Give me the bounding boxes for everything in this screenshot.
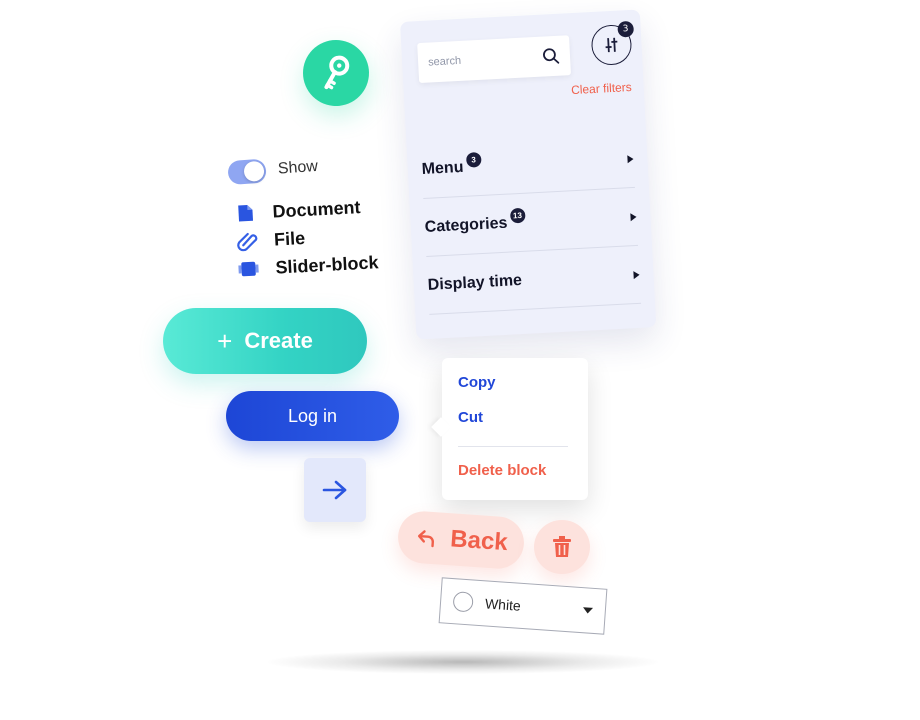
list-item-slider-block[interactable]: Slider-block [235, 248, 379, 283]
filter-panel: search 3 Clear filters Menu 3 Categories… [400, 9, 657, 340]
context-menu: Copy Cut Delete block [431, 358, 588, 500]
login-button-label: Log in [287, 405, 338, 426]
color-select[interactable]: White [438, 577, 608, 635]
chevron-down-icon [582, 607, 594, 614]
list-item-label: File [273, 227, 306, 250]
trash-icon [553, 536, 571, 557]
caret-right-icon [633, 270, 640, 279]
back-arrow-icon [418, 530, 435, 548]
caret-right-icon [630, 212, 637, 221]
back-button[interactable]: Back [396, 509, 526, 571]
create-button-label: Create [244, 328, 313, 353]
color-select-value: White [484, 595, 522, 614]
search-icon[interactable] [542, 47, 561, 66]
create-button[interactable]: + Create [163, 308, 367, 374]
filter-row-label: Menu [421, 158, 464, 178]
context-menu-delete[interactable]: Delete block [458, 462, 547, 479]
list-item-label: Slider-block [274, 251, 379, 278]
filter-row-count-badge: 3 [465, 151, 482, 168]
filter-row-display-time[interactable]: Display time [426, 245, 642, 315]
show-toggle[interactable] [227, 158, 267, 186]
list-item-file[interactable]: File [233, 220, 377, 255]
delete-button[interactable] [534, 520, 590, 574]
context-menu-copy[interactable]: Copy [458, 374, 496, 391]
list-item-label: Document [272, 196, 361, 222]
list-item-document[interactable]: Document [232, 192, 376, 227]
floor-shadow [268, 650, 658, 674]
show-toggle-row: Show [227, 155, 319, 186]
show-toggle-label: Show [277, 157, 319, 178]
paperclip-icon [234, 229, 261, 252]
arrow-right-icon [322, 480, 347, 500]
key-icon [324, 55, 350, 90]
radio-circle-icon [452, 591, 474, 613]
caret-right-icon [627, 154, 634, 163]
key-badge [299, 36, 373, 110]
slider-block-icon [235, 257, 262, 280]
sliders-icon [605, 37, 618, 53]
toggle-knob [243, 160, 265, 182]
filter-row-count-badge: 13 [509, 207, 526, 223]
document-icon [232, 201, 259, 224]
context-menu-divider [458, 446, 568, 447]
login-button[interactable]: Log in [226, 391, 399, 441]
context-menu-cut[interactable]: Cut [458, 409, 483, 426]
plus-icon: + [217, 325, 233, 356]
item-type-list: Document File Slider-block [232, 192, 379, 283]
search-input[interactable]: search [417, 35, 572, 84]
filter-settings-button[interactable]: 3 [590, 20, 635, 66]
next-button[interactable] [304, 458, 366, 522]
clear-filters-link[interactable]: Clear filters [570, 79, 633, 98]
search-placeholder: search [427, 54, 462, 69]
filter-count-badge: 3 [617, 20, 635, 38]
filter-row-label: Categories [424, 214, 508, 236]
back-button-label: Back [449, 525, 509, 557]
context-menu-pointer [431, 417, 451, 437]
filter-row-label: Display time [427, 271, 523, 294]
